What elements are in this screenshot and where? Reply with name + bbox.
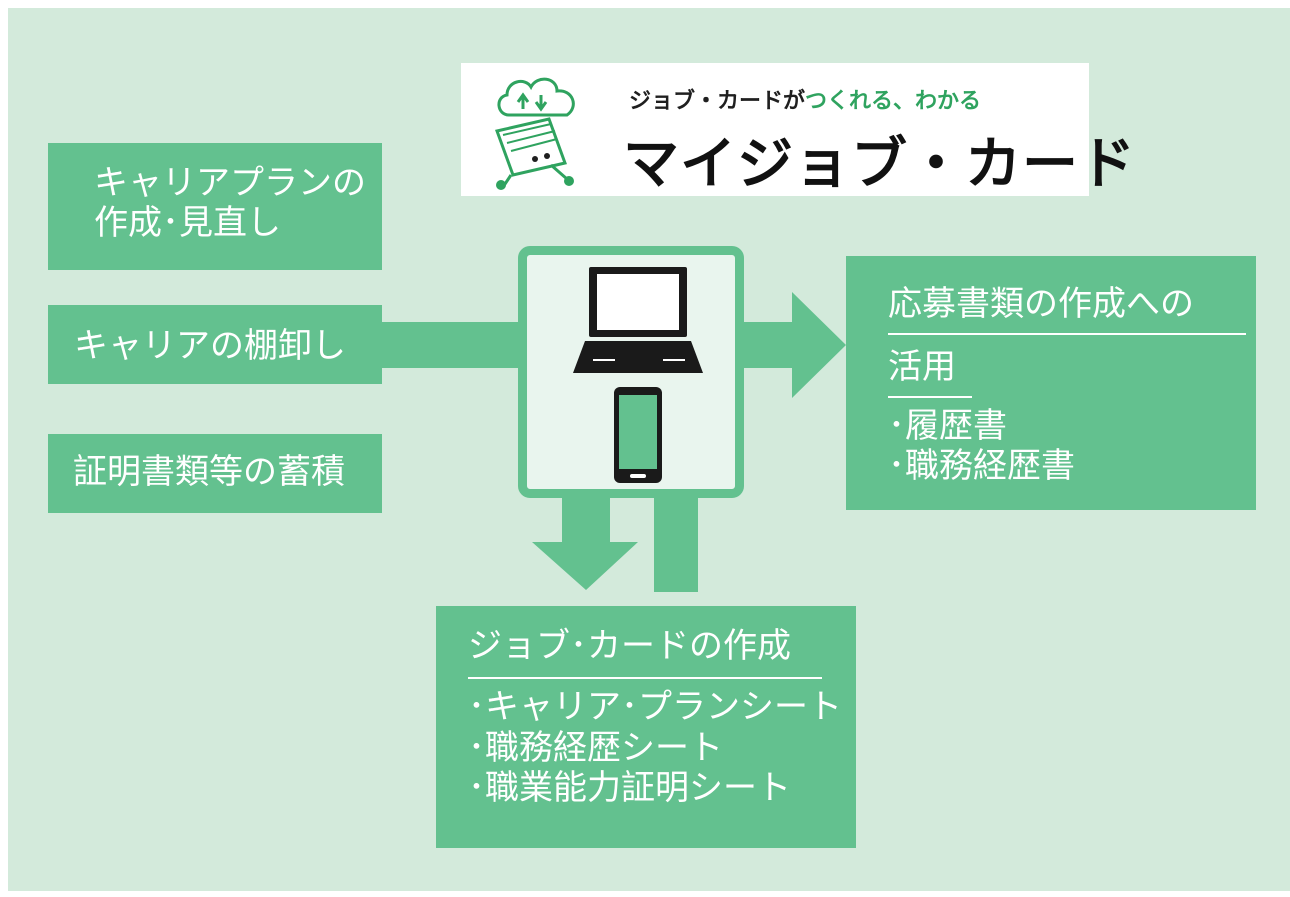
heading-underline — [888, 332, 1246, 335]
career-plan-box: キャリアプランの 作成･見直し — [48, 143, 382, 270]
up-input-bar — [654, 496, 698, 592]
devices — [573, 267, 703, 483]
certificates-box: 証明書類等の蓄積 — [48, 434, 382, 513]
smartphone-icon — [614, 387, 662, 483]
jobcard-box: ジョブ･カードの作成 ･キャリア･プランシート ･職務経歴シート ･職業能力証明… — [436, 606, 856, 848]
down-arrow — [532, 496, 638, 590]
list-item: ･職業能力証明シート — [468, 768, 791, 809]
logo-tagline: ジョブ・カードがつくれる、わかる — [629, 83, 981, 115]
application-heading-line1: 応募書類の作成への — [888, 284, 1194, 324]
career-plan-line1: キャリアプランの — [94, 163, 366, 203]
jobcard-heading: ジョブ･カードの作成 — [468, 626, 791, 666]
logo-tagline-prefix: ジョブ・カードが — [629, 89, 806, 114]
career-tanaoroshi-box: キャリアの棚卸し — [48, 305, 382, 384]
card-mascot-icon — [495, 77, 575, 190]
career-tanaoroshi-label: キャリアの棚卸し — [74, 326, 346, 366]
logo: ジョブ・カードがつくれる、わかる マイジョブ・カード — [461, 63, 1135, 197]
list-item: ･職務経歴書 — [888, 446, 1075, 487]
left-input-bar — [382, 322, 522, 368]
laptop-icon — [573, 267, 703, 373]
application-heading-line2: 活用 — [888, 346, 956, 387]
device-panel — [518, 246, 744, 498]
right-arrow — [740, 292, 846, 398]
list-item: ･職務経歴シート — [468, 727, 723, 768]
application-docs-box: 応募書類の作成への 活用 ･履歴書 ･職務経歴書 — [846, 256, 1256, 510]
heading-underline — [468, 676, 822, 679]
career-plan-line2: 作成･見直し — [94, 203, 281, 244]
certificates-label: 証明書類等の蓄積 — [73, 452, 345, 492]
list-item: ･キャリア･プランシート — [468, 686, 842, 727]
list-item: ･履歴書 — [888, 405, 1007, 446]
logo-tagline-accent: つくれる、わかる — [805, 89, 982, 114]
heading-underline — [888, 395, 972, 398]
logo-name: マイジョブ・カード — [623, 132, 1136, 197]
